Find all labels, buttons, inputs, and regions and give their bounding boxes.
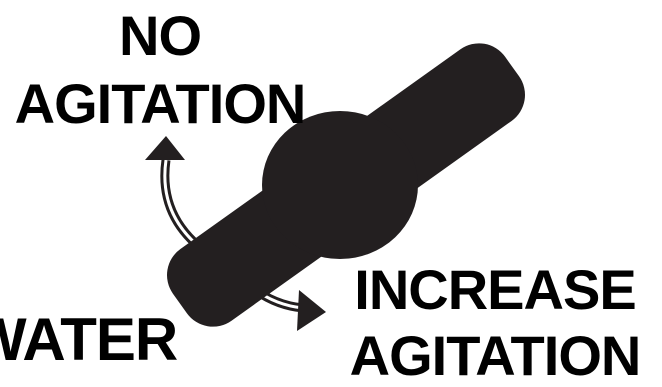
no-agitation-label: NO AGITATION bbox=[0, 8, 320, 132]
increase-agitation-line-1: INCREASE bbox=[335, 262, 655, 318]
no-agitation-line-2: AGITATION bbox=[0, 76, 320, 132]
increase-agitation-line-2: AGITATION bbox=[335, 328, 655, 384]
no-agitation-line-1: NO bbox=[0, 8, 320, 64]
water-label: WATER bbox=[0, 310, 177, 370]
increase-agitation-label: INCREASE AGITATION bbox=[335, 262, 655, 384]
